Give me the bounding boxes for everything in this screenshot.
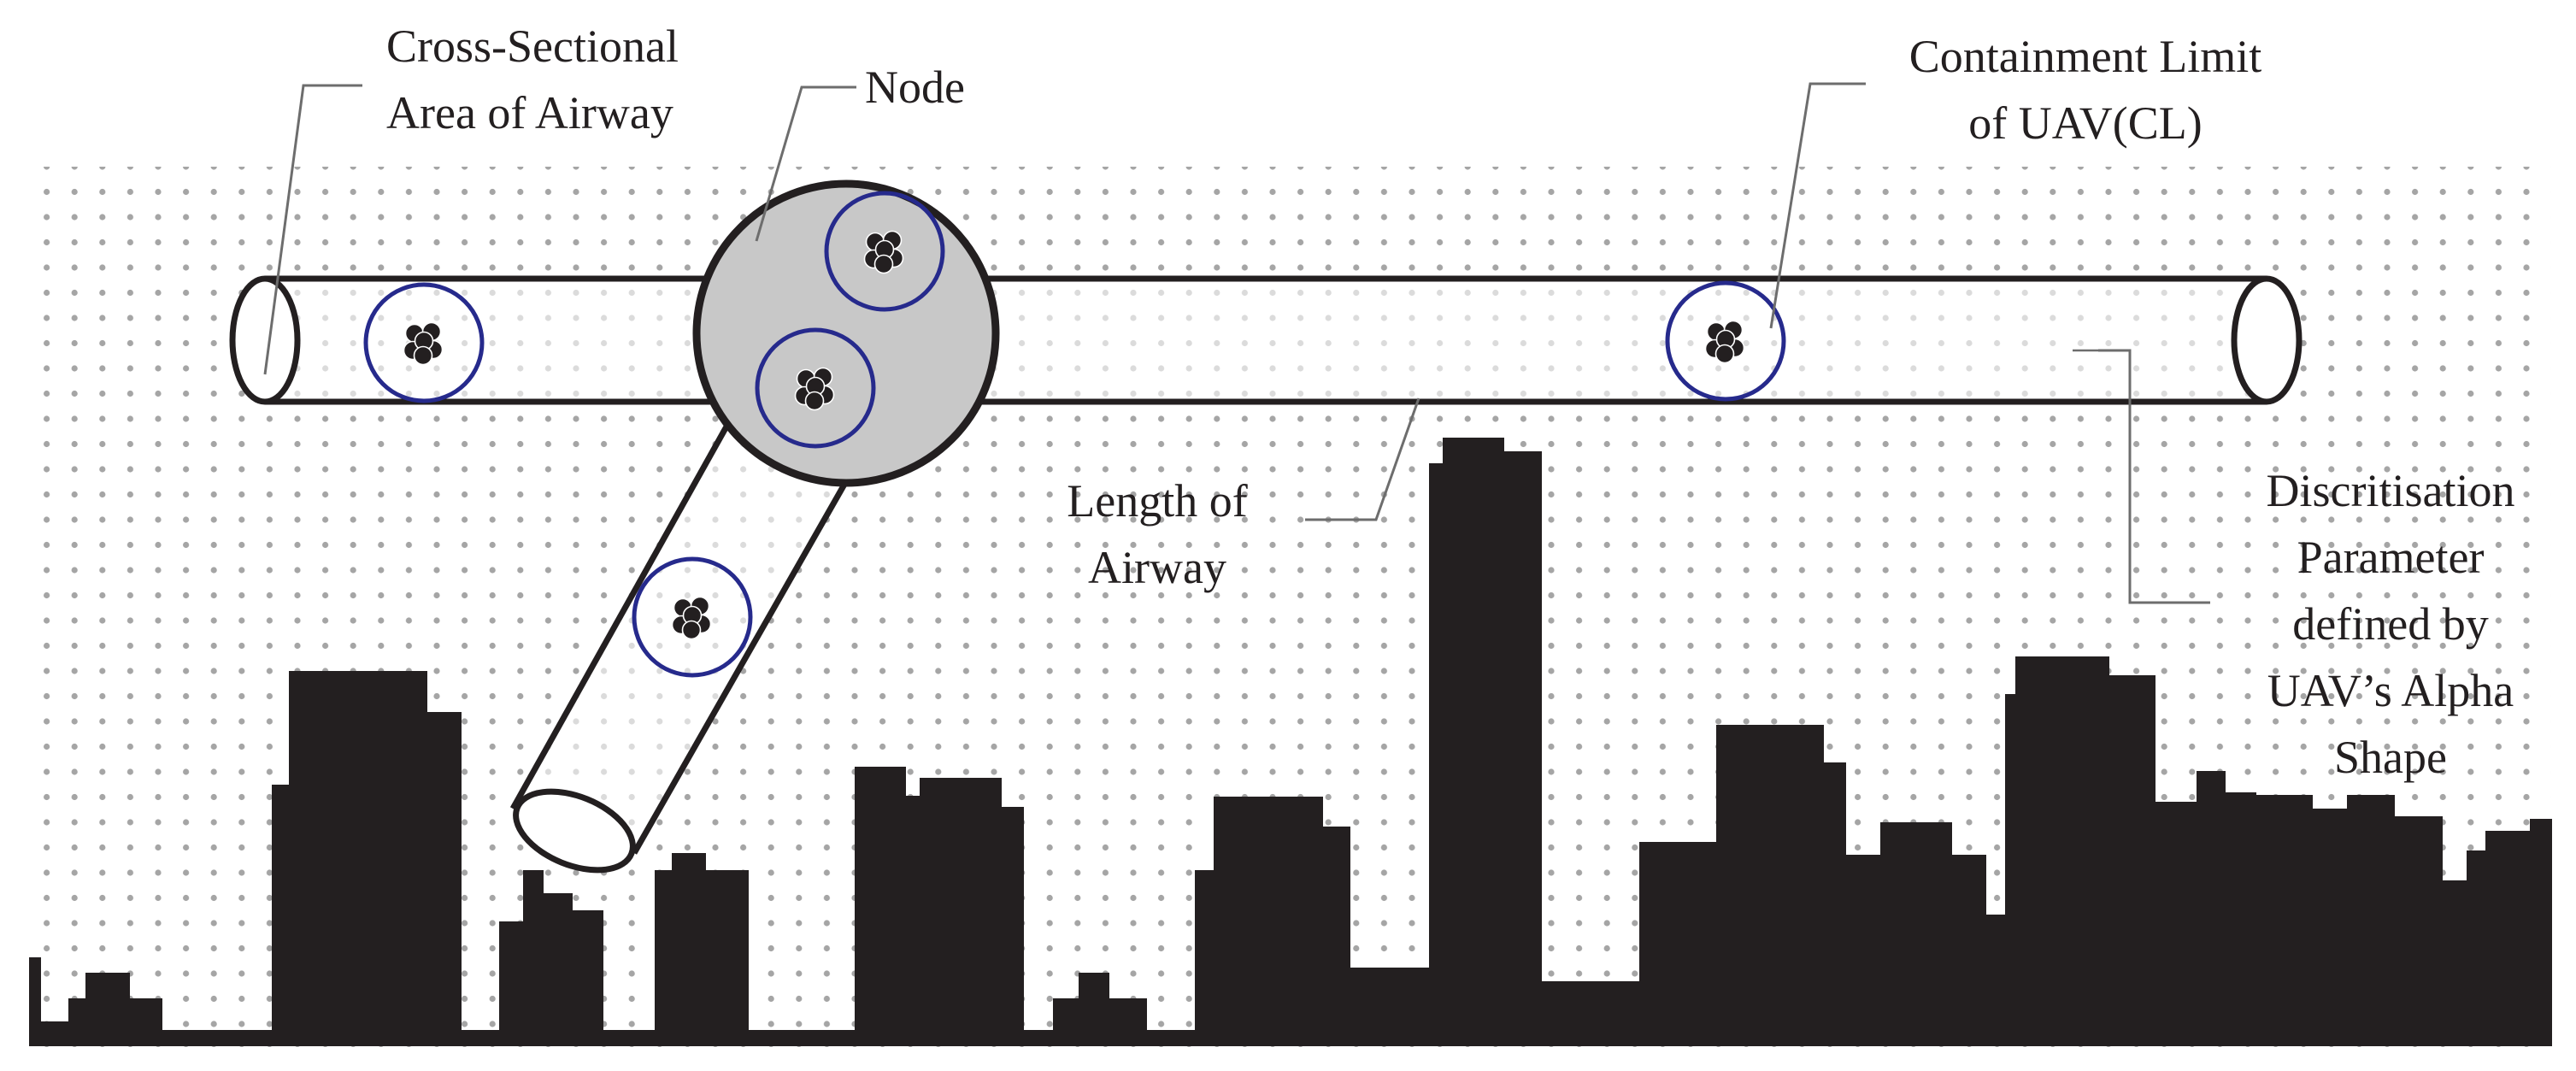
label-length-line2: Airway: [1088, 542, 1226, 593]
branch-cross-section: [513, 788, 636, 874]
airway-left-cross-section: [229, 275, 301, 405]
label-containment-line2: of UAV(CL): [1968, 97, 2202, 149]
uav-group: [363, 191, 1786, 678]
airway-right-cross-section: [2231, 275, 2303, 405]
uav-containment-limit: [755, 327, 876, 449]
label-length-line1: Length of: [1067, 475, 1247, 527]
city-skyline: [29, 438, 2552, 1046]
branch-left-edge: [509, 403, 742, 810]
leader-lines: [263, 82, 2210, 604]
cross-section-leader: [263, 84, 362, 375]
label-discretisation-line3: defined by: [2292, 598, 2488, 650]
node: [692, 179, 1000, 487]
uav-containment-limit: [824, 191, 945, 312]
uav-cluster: [1704, 320, 1745, 364]
node-leader: [755, 85, 856, 242]
label-cross-section-line2: Area of Airway: [386, 87, 673, 138]
branch-right-edge: [631, 450, 867, 855]
label-cross-section-line1: Cross-Sectional: [386, 21, 679, 72]
uav-cluster: [794, 367, 835, 411]
label-containment-line1: Containment Limit: [1909, 31, 2261, 82]
uav-containment-limit: [363, 282, 485, 403]
label-discretisation-line4: UAV’s Alpha: [2267, 665, 2514, 716]
label-discretisation-line2: Parameter: [2297, 532, 2485, 583]
horizontal-airway: [229, 275, 2303, 405]
uav-cluster: [671, 596, 712, 640]
label-discretisation-line5: Shape: [2334, 732, 2447, 783]
airway-body: [265, 279, 2267, 402]
discretisation-leader: [2098, 349, 2210, 604]
label-node: Node: [865, 62, 965, 113]
label-discretisation-line1: Discritisation: [2267, 465, 2515, 516]
uav-containment-limit: [632, 556, 753, 678]
uav-cluster: [403, 321, 444, 366]
length-leader: [1305, 397, 1420, 521]
uav-containment-limit: [1665, 280, 1786, 402]
containment-leader: [1769, 82, 1866, 329]
uav-cluster: [863, 230, 904, 274]
